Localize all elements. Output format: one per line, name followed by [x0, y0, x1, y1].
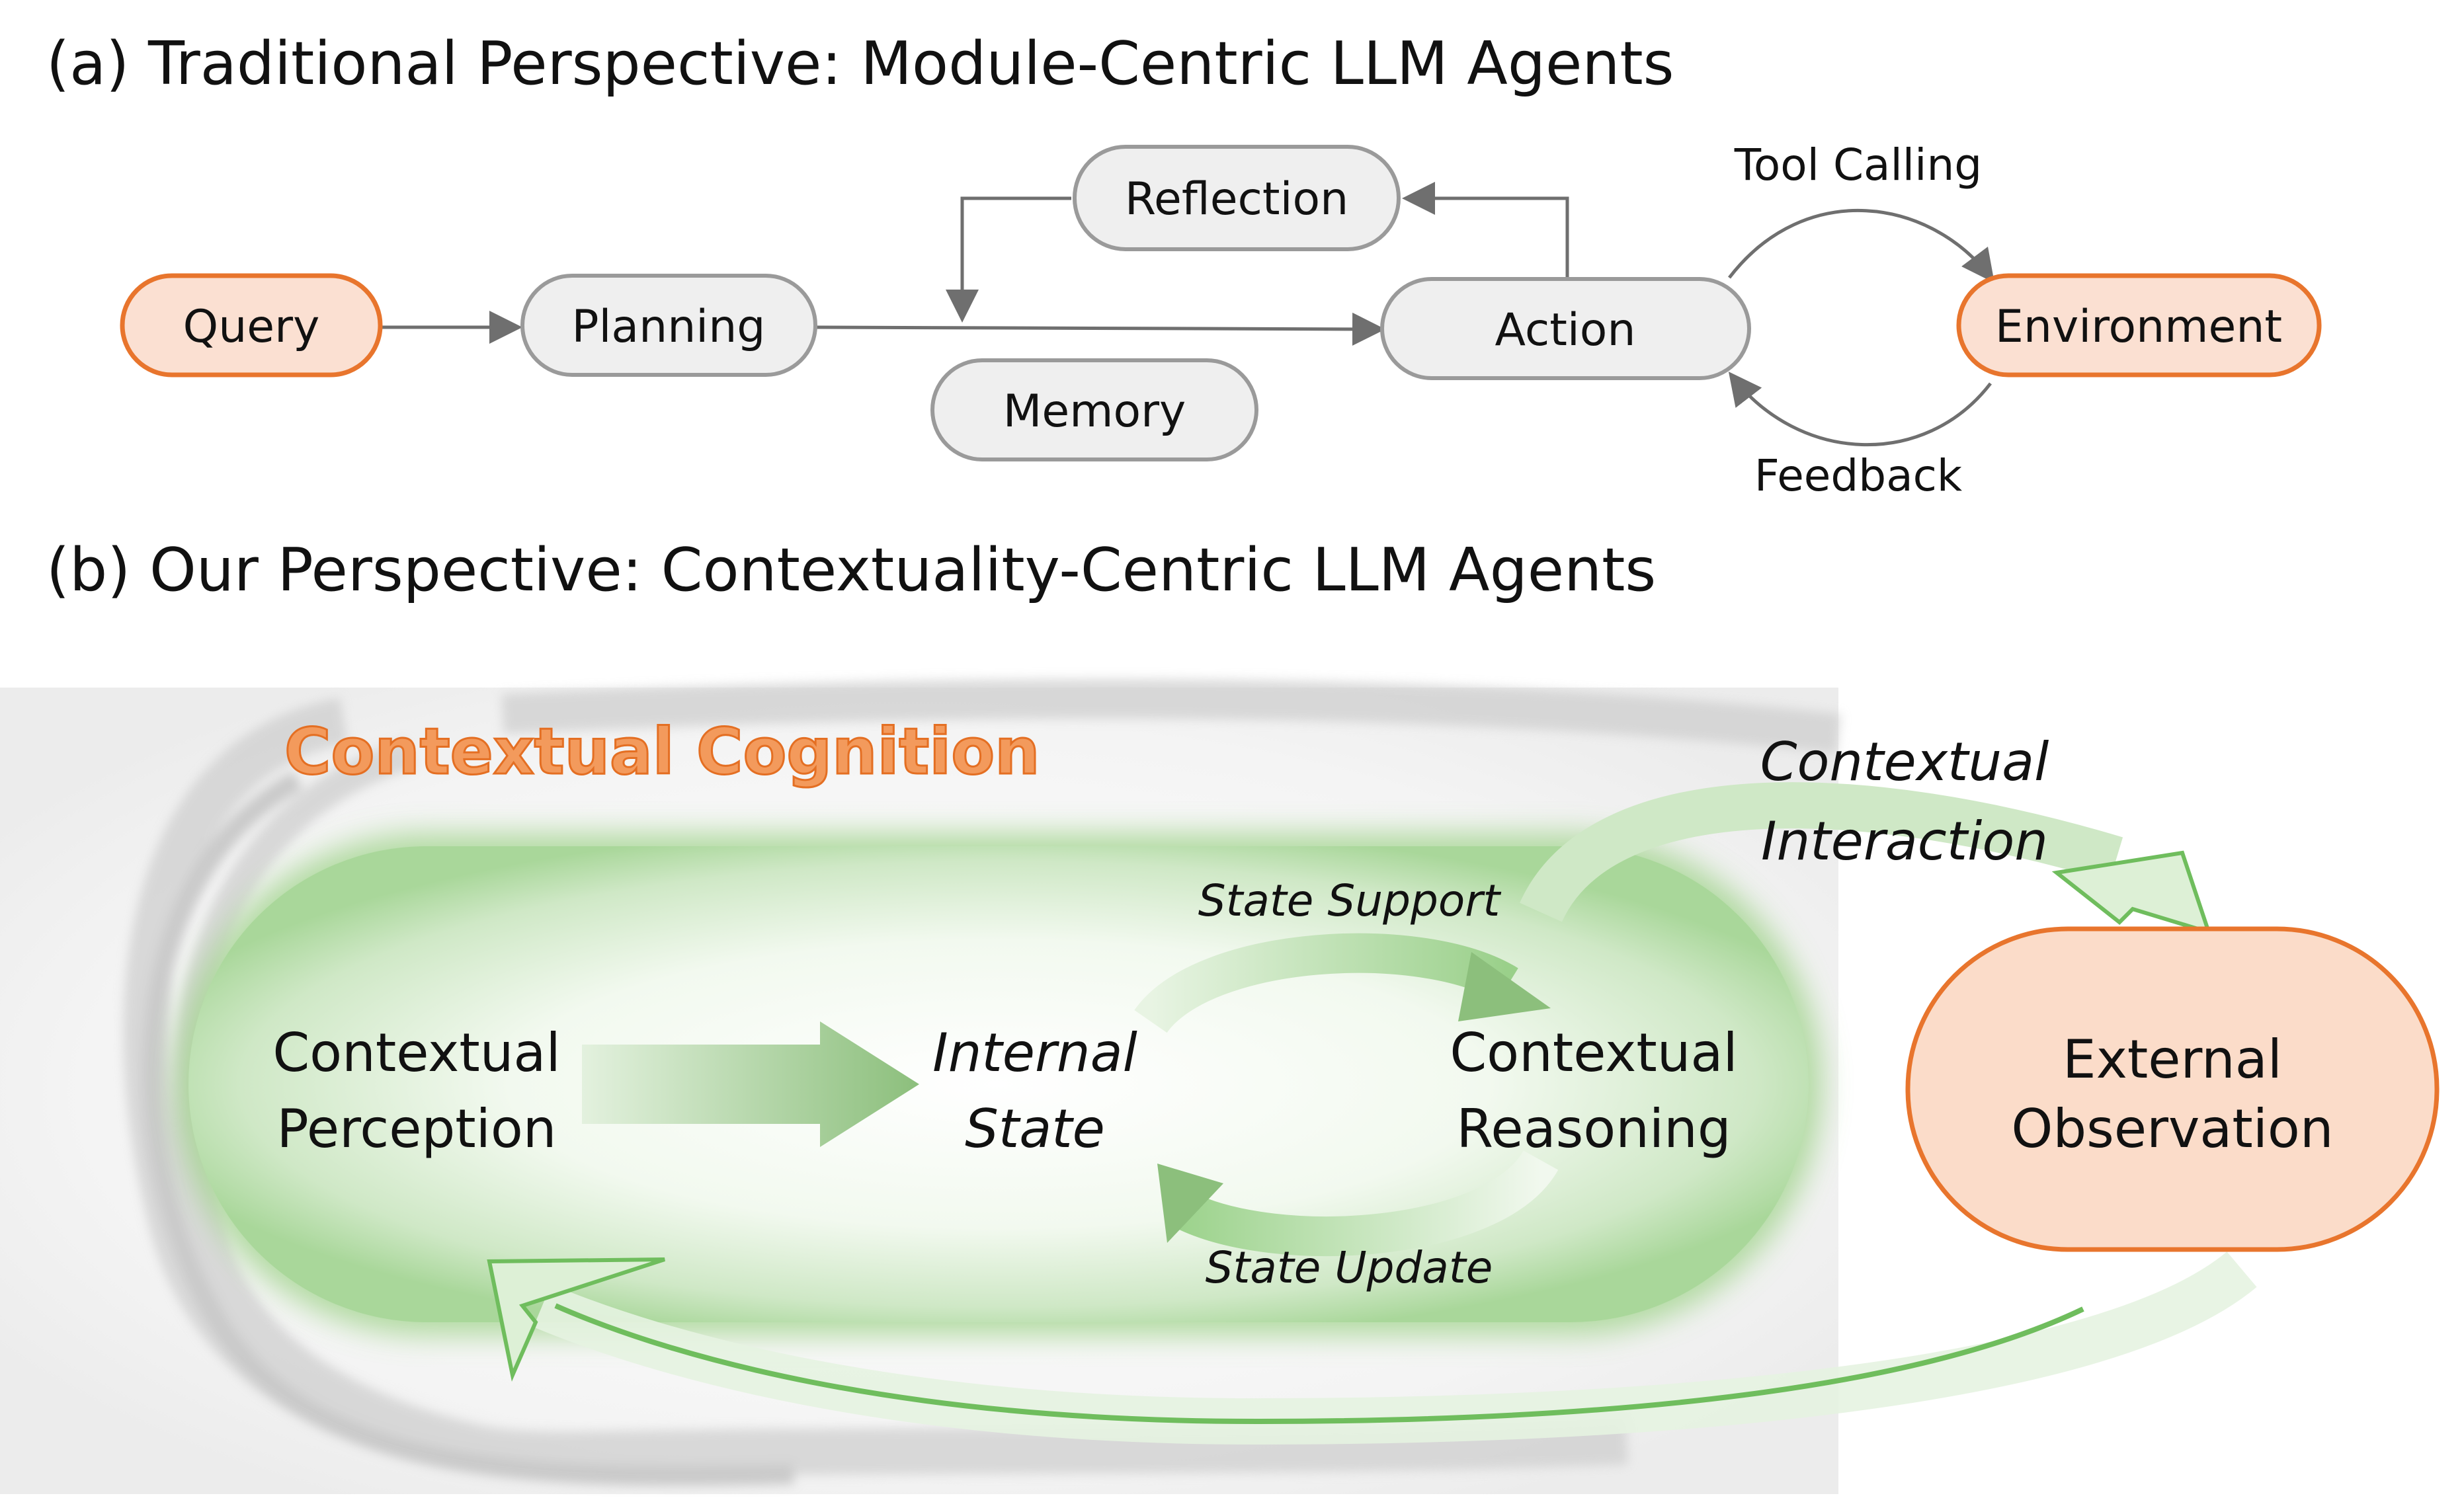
cognition-pill — [188, 846, 1809, 1322]
interaction-arrow — [1520, 782, 2212, 935]
reflection-to-planning-arrow — [946, 196, 1071, 323]
internal-state-line1: Internal — [932, 1022, 1137, 1084]
state-support-arrow — [1134, 933, 1551, 1034]
state-support-label: State Support — [1198, 875, 1502, 926]
node-action-label: Action — [1495, 304, 1636, 356]
tool-calling-arrow — [1728, 209, 1995, 283]
node-memory: Memory — [930, 358, 1258, 461]
node-environment: Environment — [1956, 273, 2322, 377]
section-b-title: (b) Our Perspective: Contextuality-Centr… — [46, 536, 1656, 605]
tool-calling-label: Tool Calling — [1734, 139, 1982, 190]
perception-to-state-arrow — [582, 1021, 919, 1147]
planning-to-action-arrow — [815, 312, 1385, 346]
gray-swirl — [123, 679, 1841, 1486]
internal-state-line2: State — [965, 1098, 1105, 1160]
observation-to-perception-arrow — [487, 1251, 2257, 1445]
feedback-arrow — [1728, 372, 1992, 447]
perception-label-line2: Perception — [277, 1098, 557, 1160]
node-environment-label: Environment — [1995, 301, 2282, 353]
reasoning-label-line2: Reasoning — [1456, 1098, 1731, 1160]
node-query-label: Query — [183, 301, 320, 353]
node-reflection: Reflection — [1073, 145, 1401, 251]
node-query: Query — [120, 273, 383, 377]
traditional-connectors — [380, 182, 1995, 447]
cognition-title: Contextual Cognition — [284, 715, 1040, 789]
node-action: Action — [1380, 277, 1751, 380]
node-memory-label: Memory — [1003, 385, 1186, 438]
node-planning: Planning — [520, 274, 817, 377]
interaction-label-line2: Interaction — [1761, 811, 2048, 872]
state-update-label: State Update — [1206, 1242, 1493, 1293]
state-update-arrow — [1157, 1149, 1559, 1256]
node-external-observation: External Observation — [1905, 926, 2440, 1252]
observation-label-line2: Observation — [2011, 1098, 2333, 1160]
section-a-title: (a) Traditional Perspective: Module-Cent… — [46, 29, 1674, 99]
node-planning-label: Planning — [572, 301, 766, 353]
perception-label-line1: Contextual — [272, 1022, 560, 1084]
interaction-label-line1: Contextual — [1760, 731, 2049, 793]
feedback-label: Feedback — [1754, 450, 1963, 501]
observation-label-line1: External — [2063, 1029, 2282, 1090]
action-to-reflection-arrow — [1402, 182, 1569, 278]
node-reflection-label: Reflection — [1125, 173, 1348, 225]
reasoning-label-line1: Contextual — [1450, 1022, 1737, 1084]
